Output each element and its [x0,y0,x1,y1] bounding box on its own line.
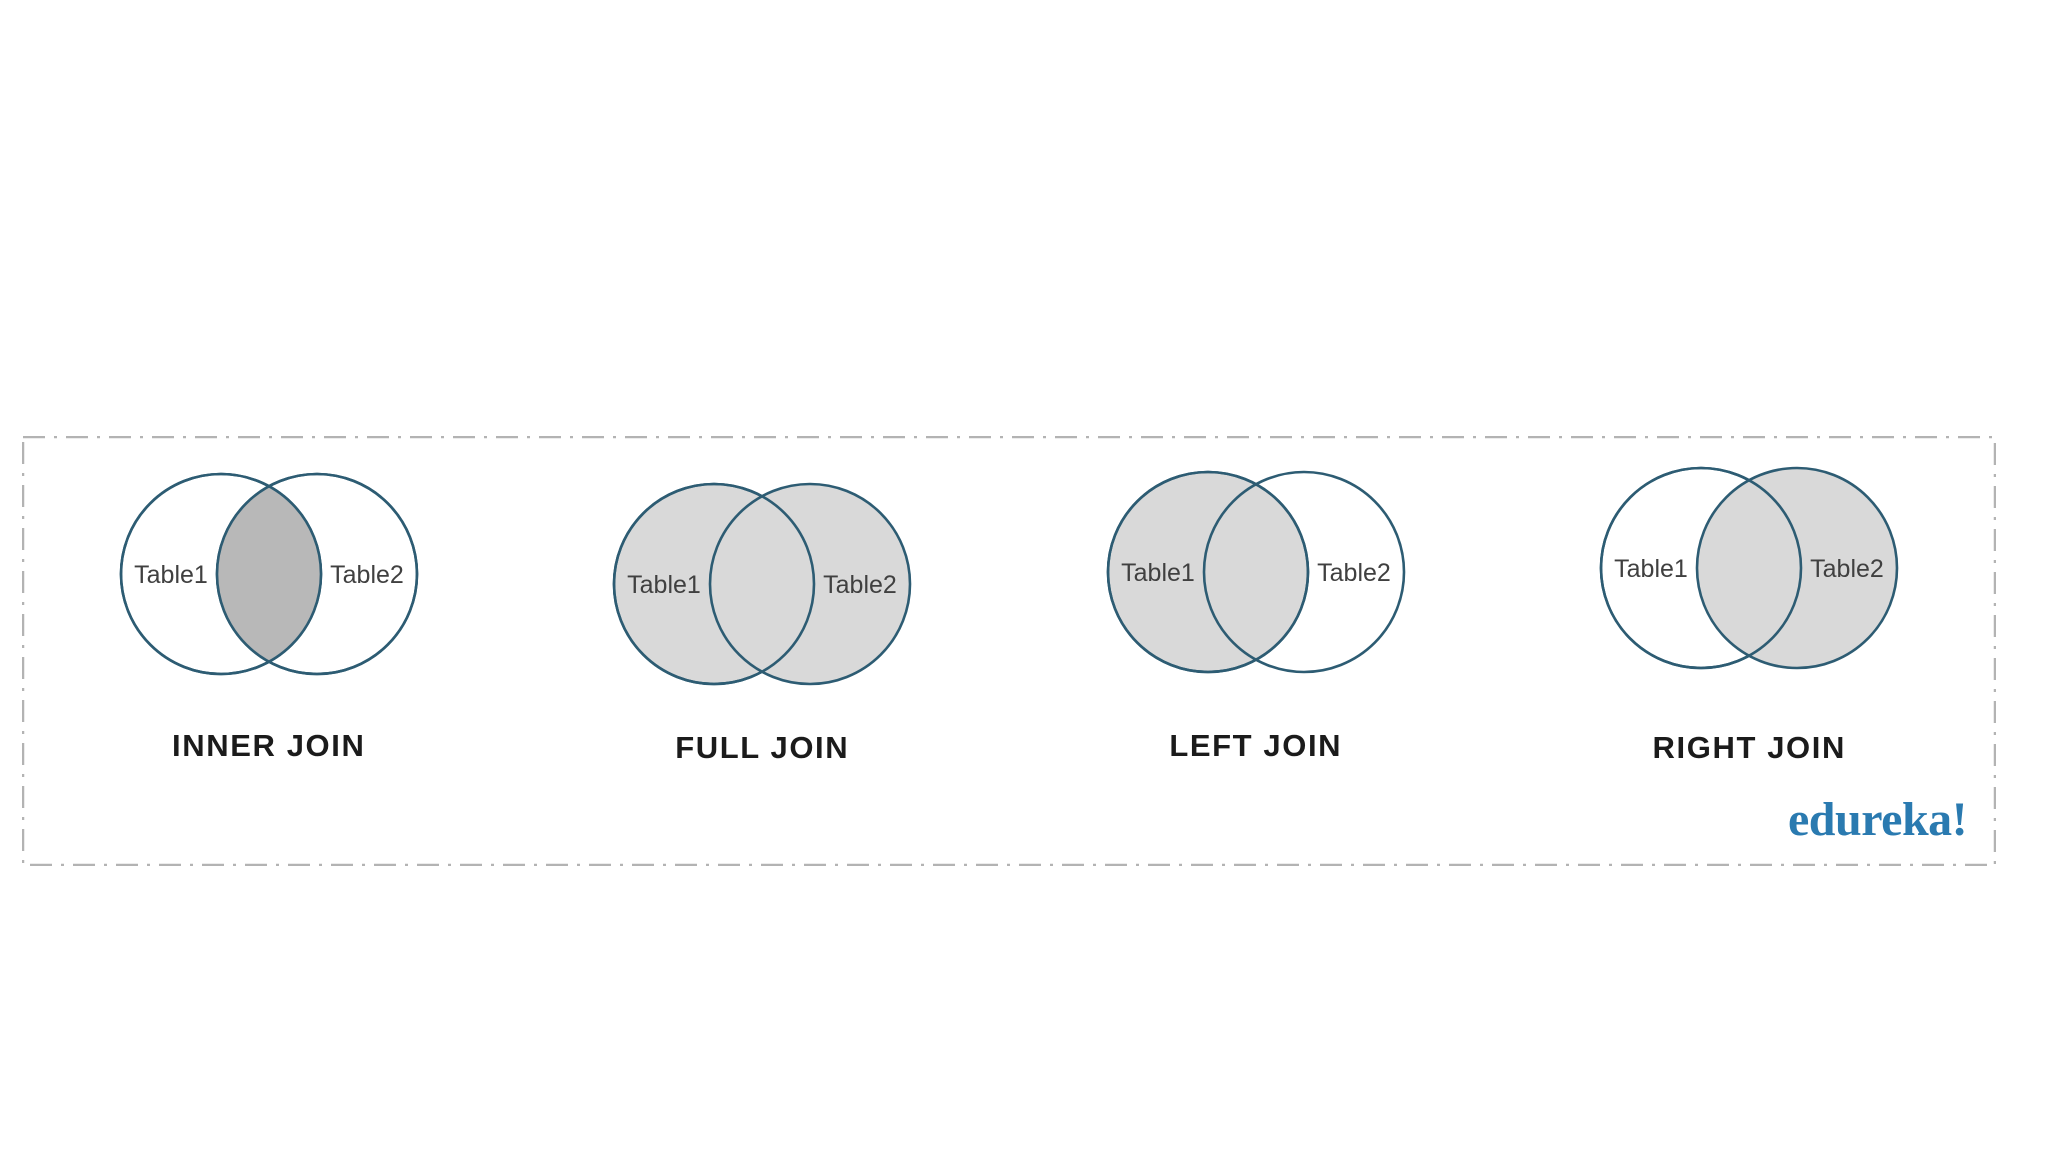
caption-inner-join: INNER JOIN [172,728,366,763]
left-join-svg: Table1 Table2 [1106,470,1406,674]
venn-figure-inner-join: Table1 Table2 [69,456,469,706]
rightjoin-right-circle [1695,466,1899,670]
inner-join-svg: Table1 Table2 [119,472,419,676]
venn-cell-inner-join: Table1 Table2 INNER JOIN [49,450,489,764]
venn-cell-right-join: Table1 Table2 RIGHT JOIN [1529,450,1969,766]
venn-cell-left-join: Table1 Table2 LEFT JOIN [1036,450,1476,764]
inner-left-circle-outline [119,472,323,676]
rightjoin-left-circle-outline [1599,466,1803,670]
caption-full-join: FULL JOIN [675,730,850,765]
full-left-circle-outline [612,482,816,686]
rightjoin-left-table-label: Table1 [1614,555,1688,583]
caption-left-join: LEFT JOIN [1169,728,1343,763]
edureka-wordmark-text: edureka! [1788,793,1968,846]
leftjoin-left-table-label: Table1 [1121,559,1195,587]
leftjoin-right-circle [1202,470,1406,674]
inner-right-circle-outline [215,472,419,676]
inner-intersection-shade [216,474,321,674]
full-right-table-label: Table2 [823,571,897,599]
caption-right-join: RIGHT JOIN [1652,730,1846,765]
full-right-circle [708,482,912,686]
rightjoin-right-table-label: Table2 [1810,555,1884,583]
venn-figure-left-join: Table1 Table2 [1056,454,1456,704]
sql-joins-venn-panel: Table1 Table2 INNER JOIN Table1 Table2 [22,436,1996,866]
right-join-svg: Table1 Table2 [1599,466,1899,670]
full-join-svg: Table1 Table2 [612,482,912,686]
edureka-logo: edureka! [1788,793,1968,846]
venn-cell-full-join: Table1 Table2 FULL JOIN [542,450,982,766]
inner-left-table-label: Table1 [134,561,208,589]
inner-right-table-label: Table2 [330,561,404,589]
leftjoin-right-table-label: Table2 [1317,559,1391,587]
leftjoin-left-circle-outline [1106,470,1310,674]
venn-figure-right-join: Table1 Table2 [1549,450,1949,700]
venn-diagram-row: Table1 Table2 INNER JOIN Table1 Table2 [22,436,1996,866]
full-left-table-label: Table1 [627,571,701,599]
venn-figure-full-join: Table1 Table2 [562,466,962,716]
